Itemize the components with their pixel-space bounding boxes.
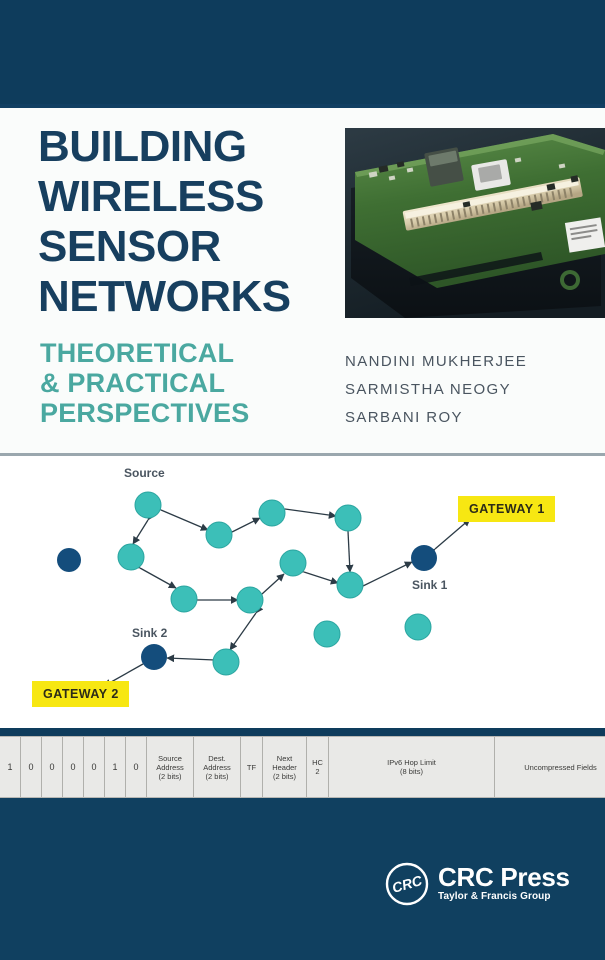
label-sink-2: Sink 2: [132, 626, 168, 640]
packet-field-label: 0: [70, 761, 76, 772]
bottom-navy-band: [0, 798, 605, 960]
node-d: [258, 499, 286, 527]
node-k: [404, 613, 432, 641]
node-isolated: [57, 548, 81, 572]
gateway-1-badge: GATEWAY 1: [458, 496, 555, 522]
author-list: NANDINI MUKHERJEE SARMISTHA NEOGY SARBAN…: [345, 348, 527, 432]
subtitle-line-1: THEORETICAL: [40, 338, 235, 368]
node-j: [313, 620, 341, 648]
packet-field-bit-2: 0: [42, 737, 63, 797]
packet-field-label: 0: [133, 761, 139, 772]
packet-field-size: 2: [315, 767, 320, 776]
publisher-name: CRC Press: [438, 862, 570, 892]
node-a: [117, 543, 145, 571]
packet-field-tf: TF: [241, 737, 263, 797]
node-source: [134, 491, 162, 519]
author-2: SARMISTHA NEOGY: [345, 381, 512, 398]
label-sink-1: Sink 1: [412, 578, 448, 592]
packet-field-label: IPv6 Hop Limit: [387, 758, 436, 767]
packet-field-label: TF: [246, 762, 257, 772]
diagram-nodes: [57, 491, 437, 676]
packet-field-bit-5: 1: [105, 737, 126, 797]
packet-field-label: 0: [49, 761, 55, 772]
subtitle-line-3: PERSPECTIVES: [40, 398, 250, 428]
packet-field-label: 0: [91, 761, 97, 772]
crc-mark-text: CRC: [390, 872, 424, 896]
title-line-2: WIRELESS: [38, 172, 264, 221]
packet-field-size: (2 bits): [205, 771, 229, 781]
packet-field-bit-4: 0: [84, 737, 105, 797]
node-c: [205, 521, 233, 549]
node-e: [334, 504, 362, 532]
book-subtitle: THEORETICAL & PRACTICAL PERSPECTIVES: [40, 338, 340, 428]
packet-field-size: (8 bits): [400, 767, 423, 776]
title-line-1: BUILDING: [38, 122, 247, 171]
packet-field-label: 1: [7, 761, 13, 772]
packet-field-source-address: Source Address(2 bits): [147, 737, 194, 797]
gateway-2-badge: GATEWAY 2: [32, 681, 129, 707]
author-3: SARBANI ROY: [345, 409, 463, 426]
node-f: [279, 549, 307, 577]
subtitle-line-2: & PRACTICAL: [40, 368, 226, 398]
packet-field-label: 1: [112, 761, 118, 772]
node-h: [336, 571, 364, 599]
packet-field-label: HC: [312, 758, 323, 767]
packet-field-label: Source Address: [156, 753, 184, 772]
sensor-board-photo: [345, 128, 605, 318]
packet-field-label: Dest. Address: [203, 753, 231, 772]
packet-field-label: Uncompressed Fields: [524, 762, 597, 772]
author-1: NANDINI MUKHERJEE: [345, 353, 528, 370]
node-sink-1: [411, 545, 437, 571]
node-i: [212, 648, 240, 676]
packet-field-ipv6-hop-limit: IPv6 Hop Limit(8 bits): [329, 737, 495, 797]
book-title: BUILDING WIRELESS SENSOR NETWORKS: [38, 122, 338, 322]
packet-field-size: (2 bits): [273, 771, 296, 781]
label-source: Source: [124, 466, 165, 480]
packet-field-label: 0: [28, 761, 34, 772]
packet-strip-gap: [0, 728, 605, 736]
packet-field-size: (2 bits): [158, 771, 182, 781]
packet-field-bit-3: 0: [63, 737, 84, 797]
title-line-4: NETWORKS: [38, 272, 291, 321]
publisher-imprint: Taylor & Francis Group: [438, 891, 551, 902]
panel-divider: [0, 453, 605, 456]
node-g: [236, 586, 264, 614]
node-sink-2: [141, 644, 167, 670]
packet-field-dest-address: Dest. Address(2 bits): [194, 737, 241, 797]
packet-field-next-header: Next Header(2 bits): [263, 737, 307, 797]
node-b: [170, 585, 198, 613]
packet-field-bit-0: 1: [0, 737, 21, 797]
packet-field-uncompressed-fields: Uncompressed Fields: [495, 737, 605, 797]
packet-field-bit-6: 0: [126, 737, 147, 797]
publisher-logo: CRC CRC Press Taylor & Francis Group: [385, 862, 570, 906]
packet-field-label: Next Header: [272, 753, 297, 772]
packet-field-bit-1: 0: [21, 737, 42, 797]
crc-roundel-icon: CRC: [385, 862, 429, 906]
top-navy-band: [0, 0, 605, 108]
title-line-3: SENSOR: [38, 222, 221, 271]
network-diagram-graphic: [57, 491, 471, 687]
